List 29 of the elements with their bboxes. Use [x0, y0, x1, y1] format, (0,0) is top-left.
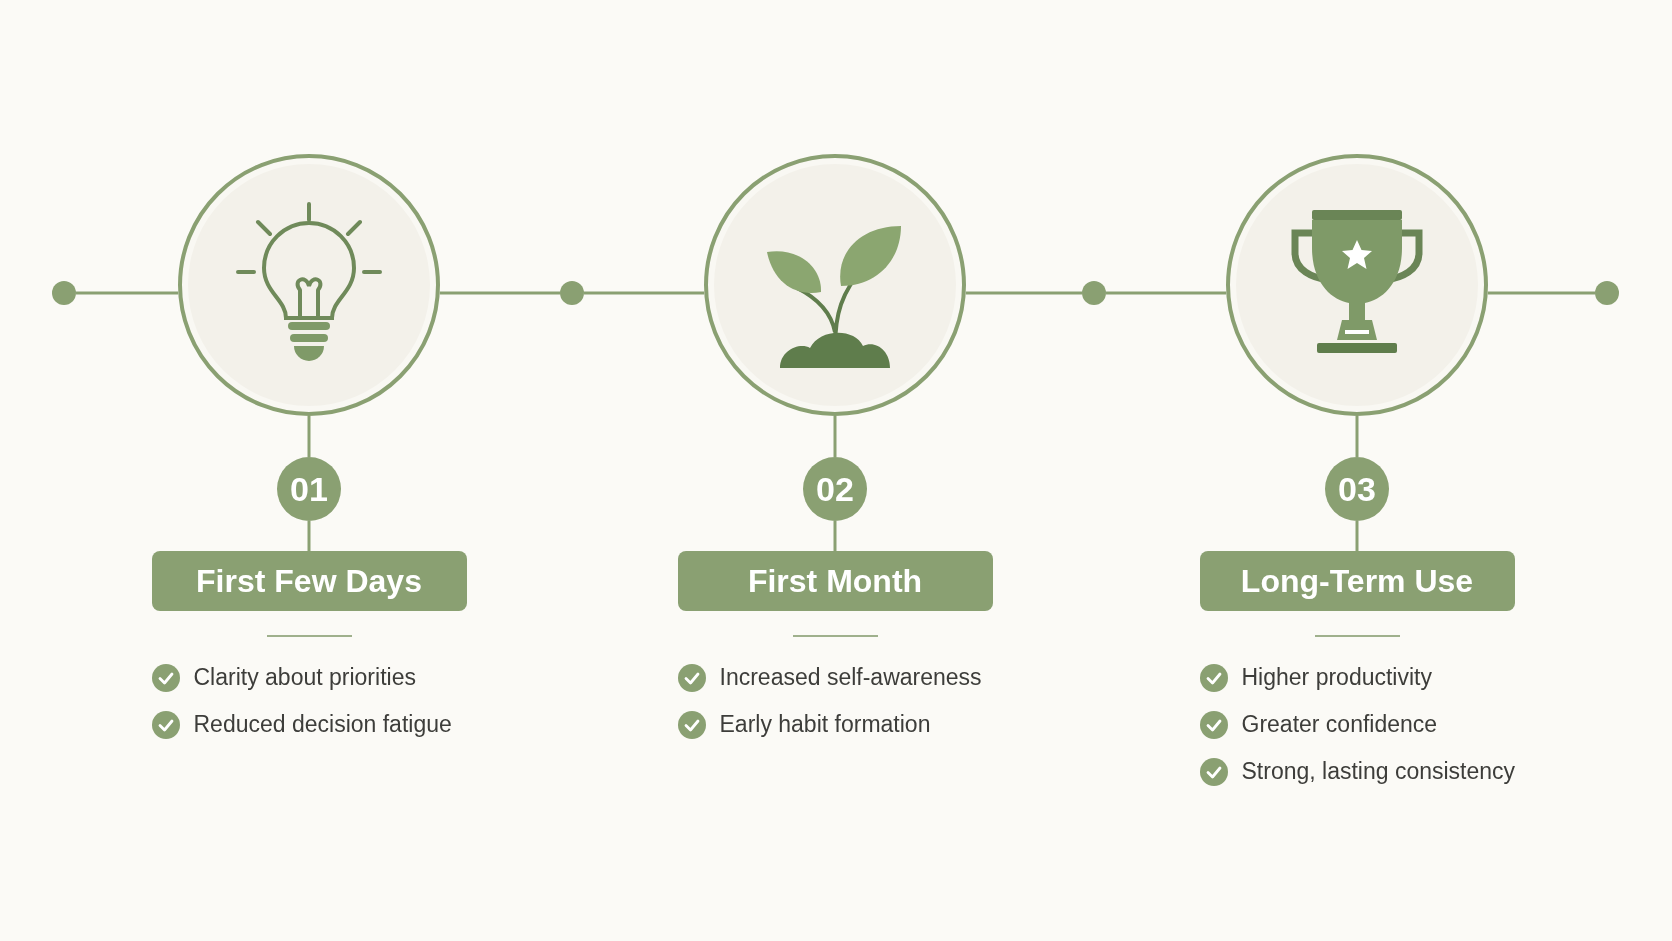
benefit-text: Reduced decision fatigue [193, 710, 452, 739]
stage-title-banner: Long-Term Use [1199, 551, 1515, 611]
benefit-text: Clarity about priorities [193, 663, 416, 692]
connector-line [584, 291, 705, 295]
benefit-text: Strong, lasting consistency [1241, 757, 1516, 786]
connector-line [833, 416, 837, 457]
timeline-dot [52, 281, 76, 305]
step-number-badge: 01 [277, 457, 341, 521]
timeline-dot [560, 281, 584, 305]
connector-line [439, 291, 560, 295]
connector-line [76, 291, 179, 295]
connector-line [833, 521, 837, 551]
stage-title-banner: First Few Days [151, 551, 467, 611]
timeline-dot [1595, 281, 1619, 305]
timeline-dot [1082, 281, 1106, 305]
connector-line [1355, 521, 1359, 551]
benefit-text: Greater confidence [1241, 710, 1438, 739]
benefit-text: Early habit formation [719, 710, 931, 739]
connector-line [1487, 291, 1595, 295]
stage-title-banner: First Month [677, 551, 993, 611]
connector-line [1355, 416, 1359, 457]
step-number-badge: 03 [1325, 457, 1389, 521]
connector-line [1106, 291, 1227, 295]
benefit-text: Higher productivity [1241, 663, 1432, 692]
connector-line [307, 416, 311, 457]
connector-line [965, 291, 1082, 295]
connector-line [307, 521, 311, 551]
benefit-text: Increased self-awareness [719, 663, 982, 692]
step-number-badge: 02 [803, 457, 867, 521]
